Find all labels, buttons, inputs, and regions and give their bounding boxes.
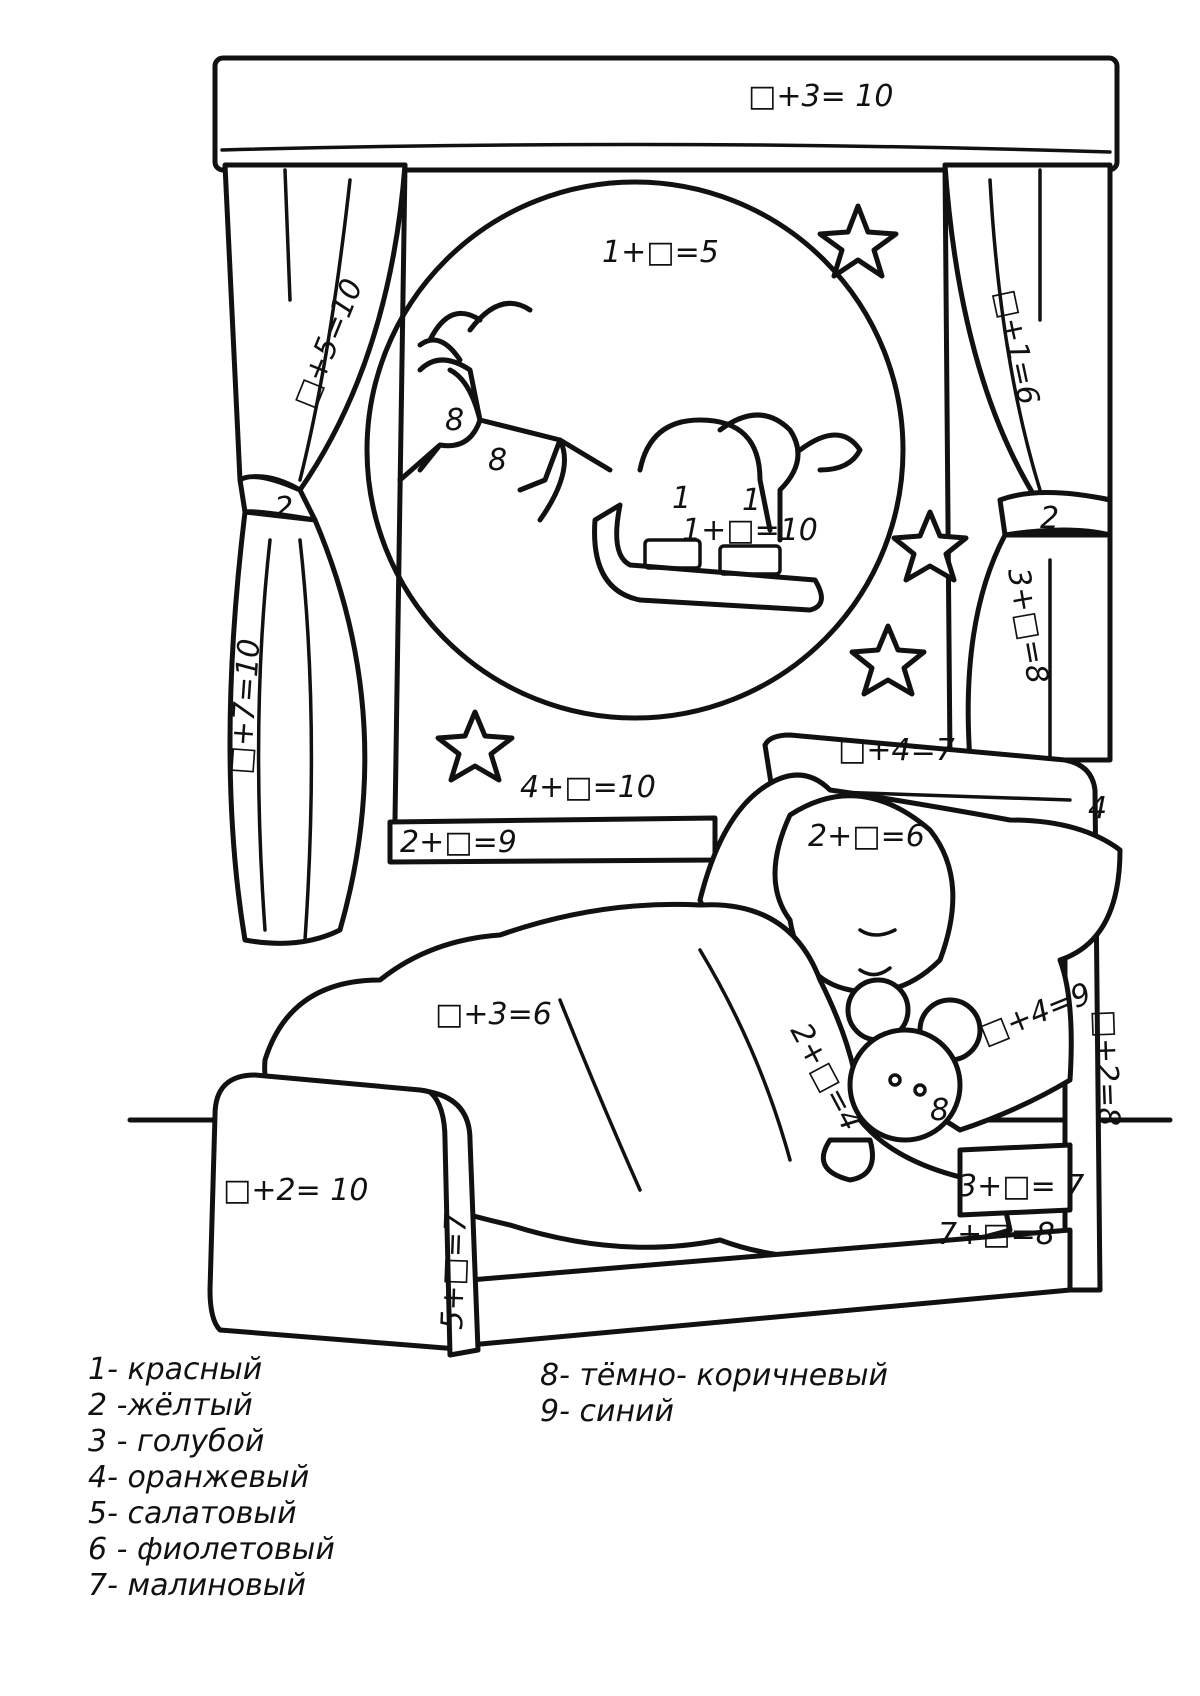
legend-item: 9- синий	[540, 1394, 675, 1429]
sleeping-boy	[772, 793, 956, 995]
equation-label: 1+□=10	[682, 513, 818, 548]
legend-item: 5- салатовый	[88, 1496, 297, 1531]
star-icon	[435, 709, 515, 783]
region-number: 1	[672, 481, 691, 516]
color-legend-col2: 8- тёмно- коричневый 9- синий	[540, 1358, 888, 1430]
region-number: 1	[742, 483, 761, 518]
equation-label: □+2= 10	[223, 1173, 368, 1208]
color-legend-col1: 1- красный 2 -жёлтый 3 - голубой 4- оран…	[88, 1352, 335, 1604]
legend-item: 6 - фиолетовый	[88, 1532, 335, 1567]
curtain-right: 2	[942, 162, 1113, 763]
region-number: 8	[488, 443, 507, 478]
equation-label: 5+□=7	[435, 1212, 474, 1330]
legend-item: 2 -жёлтый	[88, 1388, 253, 1423]
moon-circle	[364, 179, 906, 721]
reindeer-and-sleigh: 8 8 1 1	[397, 300, 863, 613]
equation-label: 3+□= 7	[958, 1169, 1084, 1204]
teddy-bear: 8	[820, 977, 983, 1183]
star-icon	[849, 623, 927, 697]
region-number: 8	[445, 403, 464, 438]
legend-item: 8- тёмно- коричневый	[540, 1358, 889, 1393]
equation-label: 1+□=5	[602, 235, 719, 270]
legend-item: 3 - голубой	[88, 1424, 265, 1459]
equation-label: □+4=7	[838, 733, 955, 768]
equation-label: □+3=6	[435, 997, 552, 1032]
equation-label: 7+□=8	[938, 1217, 1055, 1252]
curtain-left: 2	[222, 162, 408, 946]
equation-label: 2+□=9	[400, 825, 517, 860]
window-frame	[387, 162, 953, 865]
region-number: 2	[274, 491, 293, 526]
star-icon	[891, 509, 969, 583]
legend-item: 4- оранжевый	[88, 1460, 310, 1495]
window-valance	[212, 55, 1120, 173]
equation-label: □+3= 10	[748, 79, 893, 114]
star-icon	[817, 203, 899, 279]
equation-label: □+2=8	[1087, 1009, 1126, 1127]
equation-label: 2+□=6	[808, 819, 925, 854]
region-number: 4	[1088, 791, 1107, 826]
bed-footboard	[207, 1072, 481, 1358]
legend-item: 7- малиновый	[88, 1568, 306, 1603]
legend-item: 1- красный	[88, 1352, 263, 1387]
region-number: 8	[930, 1093, 949, 1128]
region-number: 2	[1040, 501, 1059, 536]
equation-label: 4+□=10	[520, 770, 656, 805]
